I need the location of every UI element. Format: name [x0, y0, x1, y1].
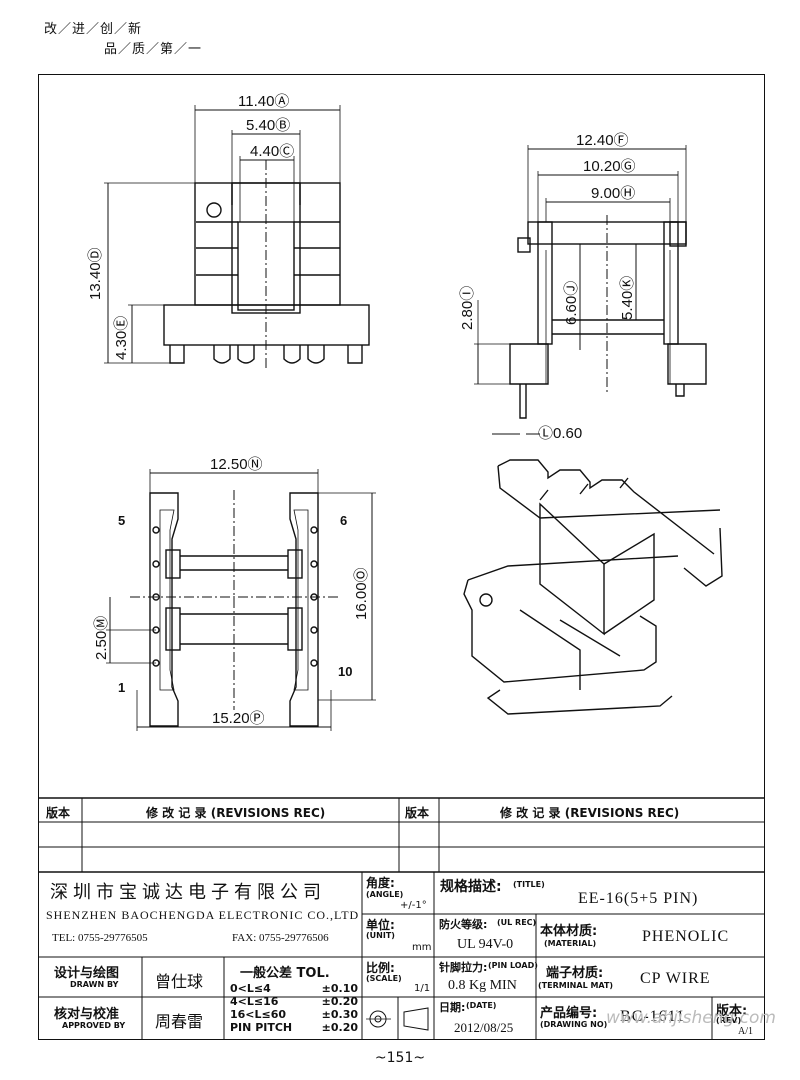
approved-by-label: 核对与校准 [54, 1007, 120, 1022]
company-fax: FAX: 0755-29776506 [232, 932, 329, 944]
tolerance-value: ±0.30 [321, 1008, 358, 1021]
front-view [104, 105, 370, 370]
dim-i: 2.80Ⓘ [459, 286, 476, 330]
slogan-line-1: 改／进／创／新 [44, 22, 143, 37]
drawn-by-label: 设计与绘图 [54, 966, 120, 981]
dim-a: 11.40Ⓐ [238, 93, 289, 110]
dim-e: 4.30Ⓔ [113, 316, 130, 360]
unit-sub: (UNIT) [366, 931, 395, 940]
scale-value: 1/1 [414, 983, 431, 994]
rev-header-ver-1: 版本 [46, 806, 71, 820]
drawn-by-sub: DRAWN BY [70, 980, 119, 989]
tolerance-value: ±0.20 [321, 995, 358, 1008]
dim-d: 13.40Ⓓ [87, 247, 104, 300]
rev-header-rec-2: 修 改 记 录 (REVISIONS REC) [500, 806, 680, 820]
tolerance-row: 4<L≤16 ±0.20 [230, 995, 358, 1008]
dim-j: 6.60Ⓙ [563, 281, 580, 325]
tolerance-range: 16<L≤60 [230, 1008, 287, 1021]
rev-value: A/1 [738, 1026, 753, 1037]
dimension-labels: 11.40Ⓐ 5.40Ⓑ 4.40Ⓒ 13.40Ⓓ 4.30Ⓔ 12.40Ⓕ 1… [87, 93, 636, 727]
pinload-sub: (PIN LOAD) [488, 961, 538, 970]
dim-g: 10.20Ⓖ [583, 158, 636, 175]
rev-label: 版本: [716, 1004, 748, 1019]
dim-b: 5.40Ⓑ [246, 117, 290, 134]
pin-label-5: 5 [118, 513, 125, 528]
company-tel: TEL: 0755-29776505 [52, 932, 148, 944]
tolerance-row: 0<L≤4 ±0.10 [230, 982, 358, 995]
date-sub: (DATE) [466, 1001, 497, 1010]
terminal-sub: (TERMINAL MAT) [538, 981, 614, 990]
dim-f: 12.40Ⓕ [576, 132, 629, 149]
company-name-cn: 深圳市宝诚达电子有限公司 [50, 882, 326, 902]
tolerance-table: 0<L≤4 ±0.10 4<L≤16 ±0.20 16<L≤60 ±0.30 P… [230, 982, 358, 1034]
title-label: 规格描述: [440, 879, 502, 895]
pin-label-6: 6 [340, 513, 347, 528]
dim-c: 4.40Ⓒ [250, 143, 294, 160]
dim-n: 12.50Ⓝ [210, 456, 263, 473]
drawing-no-value: BC-1611 [620, 1008, 686, 1025]
tolerance-value: ±0.10 [321, 982, 358, 995]
rev-sub: (REV) [716, 1016, 742, 1025]
drawn-by-name: 曾仕球 [155, 974, 204, 991]
bottom-view [106, 469, 376, 731]
tolerance-row: 16<L≤60 ±0.30 [230, 1008, 358, 1021]
dim-p: 15.20Ⓟ [212, 710, 265, 727]
tolerance-title: 一般公差 TOL. [240, 966, 330, 981]
unit-label: 单位: [366, 918, 395, 932]
scale-label: 比例: [366, 961, 395, 975]
unit-value: mm [412, 942, 432, 953]
pin-label-1: 1 [118, 680, 125, 695]
page-number: ~151~ [374, 1050, 426, 1066]
angle-value: +/-1° [400, 900, 427, 911]
isometric-view [463, 459, 723, 715]
material-sub: (MATERIAL) [544, 939, 597, 948]
drawing-no-sub: (DRAWING NO) [540, 1020, 608, 1029]
technical-drawing [104, 105, 723, 731]
rev-header-ver-2: 版本 [405, 806, 430, 820]
side-view [474, 145, 707, 435]
dim-h: 9.00Ⓗ [591, 185, 635, 202]
terminal-value: CP WIRE [640, 970, 711, 987]
tolerance-value: ±0.20 [321, 1021, 358, 1034]
rev-header-rec-1: 修 改 记 录 (REVISIONS REC) [146, 806, 326, 820]
fire-value: UL 94V-0 [457, 937, 514, 952]
scale-sub: (SCALE) [366, 974, 402, 983]
dim-k: 5.40Ⓚ [619, 276, 636, 320]
title-sub: (TITLE) [513, 880, 545, 889]
pinload-label: 针脚拉力: [439, 961, 488, 974]
approved-by-sub: APPROVED BY [62, 1021, 126, 1030]
tolerance-range: 0<L≤4 [230, 982, 271, 995]
tolerance-row: PIN PITCH ±0.20 [230, 1021, 358, 1034]
tolerance-range: 4<L≤16 [230, 995, 279, 1008]
date-label: 日期: [439, 1001, 466, 1014]
drawing-frame [38, 74, 765, 1040]
drawing-no-label: 产品编号: [540, 1006, 598, 1021]
pinload-value: 0.8 Kg MIN [448, 978, 517, 993]
watermark: www.ahjisheng.com [605, 1008, 776, 1028]
material-label: 本体材质: [540, 924, 598, 939]
company-name-en: SHENZHEN BAOCHENGDA ELECTRONIC CO.,LTD [46, 908, 360, 922]
material-value: PHENOLIC [642, 928, 730, 945]
title-value: EE-16(5+5 PIN) [578, 890, 699, 907]
pin-label-10: 10 [338, 664, 352, 679]
date-value: 2012/08/25 [454, 1020, 514, 1035]
dim-l: Ⓛ0.60 [538, 425, 582, 442]
fire-sub: (UL REC) [497, 918, 537, 927]
slogan-line-2: 品／质／第／一 [104, 42, 203, 57]
dim-m: 2.50Ⓜ [93, 616, 110, 660]
fire-label: 防火等级: [439, 918, 488, 931]
approved-by-name: 周春雷 [155, 1014, 204, 1031]
angle-label: 角度: [366, 876, 395, 890]
terminal-label: 端子材质: [546, 966, 604, 981]
angle-sub: (ANGLE) [366, 890, 404, 899]
tolerance-range: PIN PITCH [230, 1021, 293, 1034]
dim-o: 16.00Ⓞ [353, 567, 370, 620]
